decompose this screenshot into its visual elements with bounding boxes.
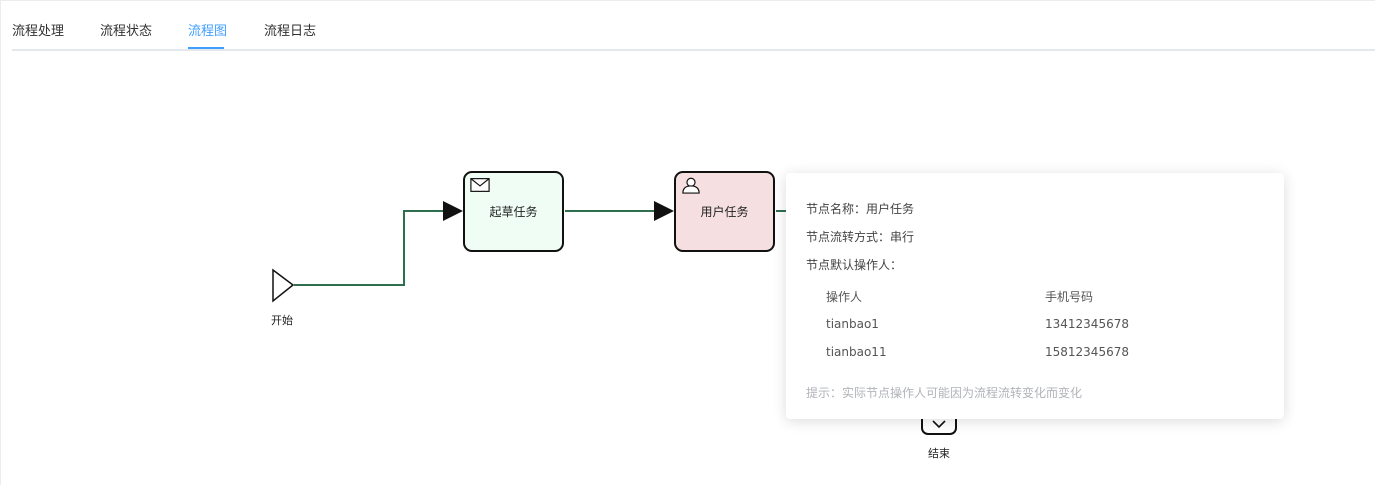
user-task-node[interactable]: 用户任务	[674, 171, 775, 252]
start-label: 开始	[271, 314, 293, 327]
tab-bar: 流程处理 流程状态 流程图 流程日志	[12, 1, 1375, 51]
user-task-label: 用户任务	[700, 205, 749, 219]
node-flow-value: 串行	[890, 230, 915, 244]
chevron-down-icon	[932, 420, 946, 429]
tab-process-log[interactable]: 流程日志	[264, 24, 317, 39]
tab-process-diagram[interactable]: 流程图	[188, 24, 228, 39]
table-header-phone: 手机号码	[1045, 290, 1094, 304]
active-tab-indicator	[188, 47, 224, 49]
table-cell-phone: 13412345678	[1045, 317, 1129, 331]
edge-start-to-draft	[294, 201, 463, 286]
node-name-label: 节点名称：	[806, 202, 867, 216]
node-name-value: 用户任务	[866, 202, 915, 216]
node-operators-label: 节点默认操作人：	[806, 258, 903, 272]
tab-process-status[interactable]: 流程状态	[100, 24, 153, 39]
popover-hint: 提示：实际节点操作人可能因为流程流转变化而变化	[806, 386, 1083, 400]
table-cell-phone: 15812345678	[1045, 345, 1129, 359]
table-cell-operator: tianbao11	[826, 345, 887, 359]
start-triangle-icon[interactable]	[272, 268, 295, 303]
draft-task-node[interactable]: 起草任务	[463, 171, 564, 252]
node-flow-row: 节点流转方式：串行	[806, 228, 914, 245]
end-label: 结束	[928, 447, 950, 460]
tab-process-handling[interactable]: 流程处理	[12, 24, 65, 39]
node-info-popover: 节点名称：用户任务 节点流转方式：串行 节点默认操作人： 操作人 手机号码 ti…	[786, 173, 1284, 419]
draft-task-label: 起草任务	[489, 205, 538, 219]
table-header-operator: 操作人	[826, 290, 863, 304]
table-cell-operator: tianbao1	[826, 317, 879, 331]
node-flow-label: 节点流转方式：	[806, 230, 891, 244]
user-icon	[682, 177, 700, 194]
node-name-row: 节点名称：用户任务	[806, 200, 914, 217]
envelope-icon	[470, 178, 490, 192]
